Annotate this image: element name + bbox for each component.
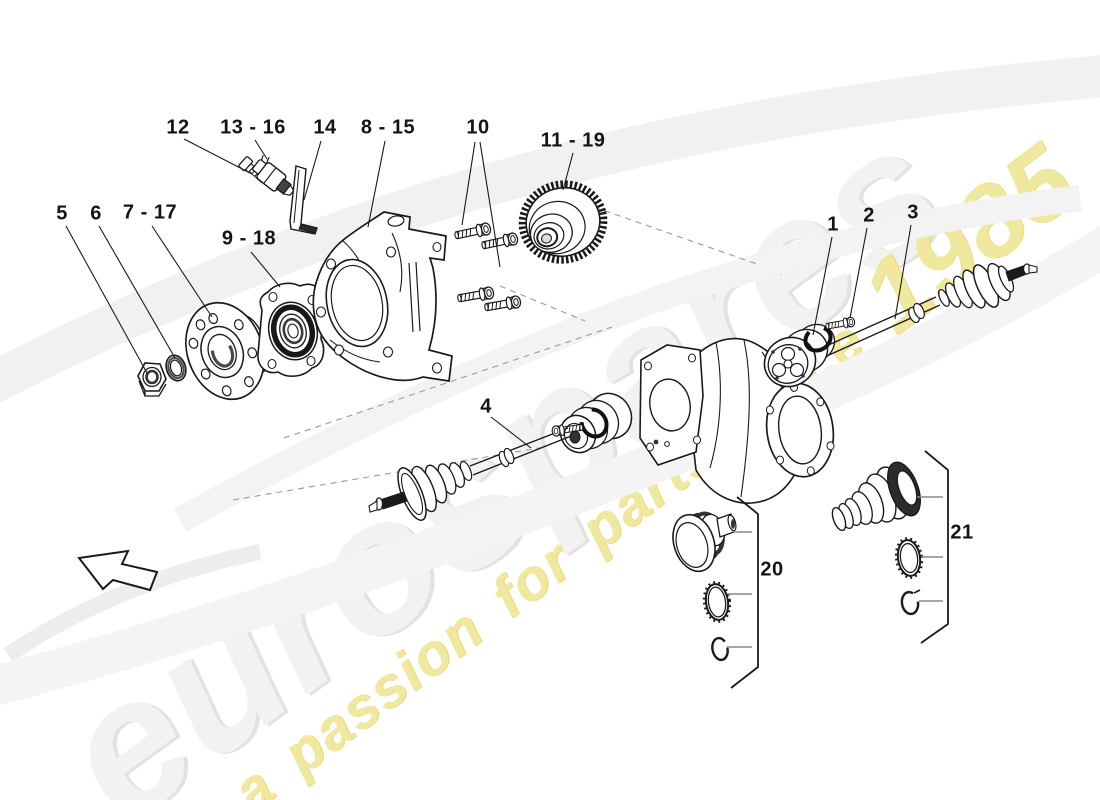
direction-arrow [77,549,159,592]
bearing-carrier [312,211,453,382]
label-leader-lines [65,138,912,449]
wheel-bearing [257,282,325,377]
seal-ring [165,354,187,382]
speed-sensor [252,154,295,196]
shim-plate [289,165,318,235]
cv-boot-kit-20 [672,496,759,689]
cv-boot-kit-21 [831,450,949,644]
wheel-hub [185,301,269,401]
drive-shaft-right [763,262,1038,388]
assembly-axis-dashes [232,206,758,501]
toothed-drive-flange [518,180,608,264]
mounting-bolts [453,221,523,315]
hub-nut [137,362,167,397]
